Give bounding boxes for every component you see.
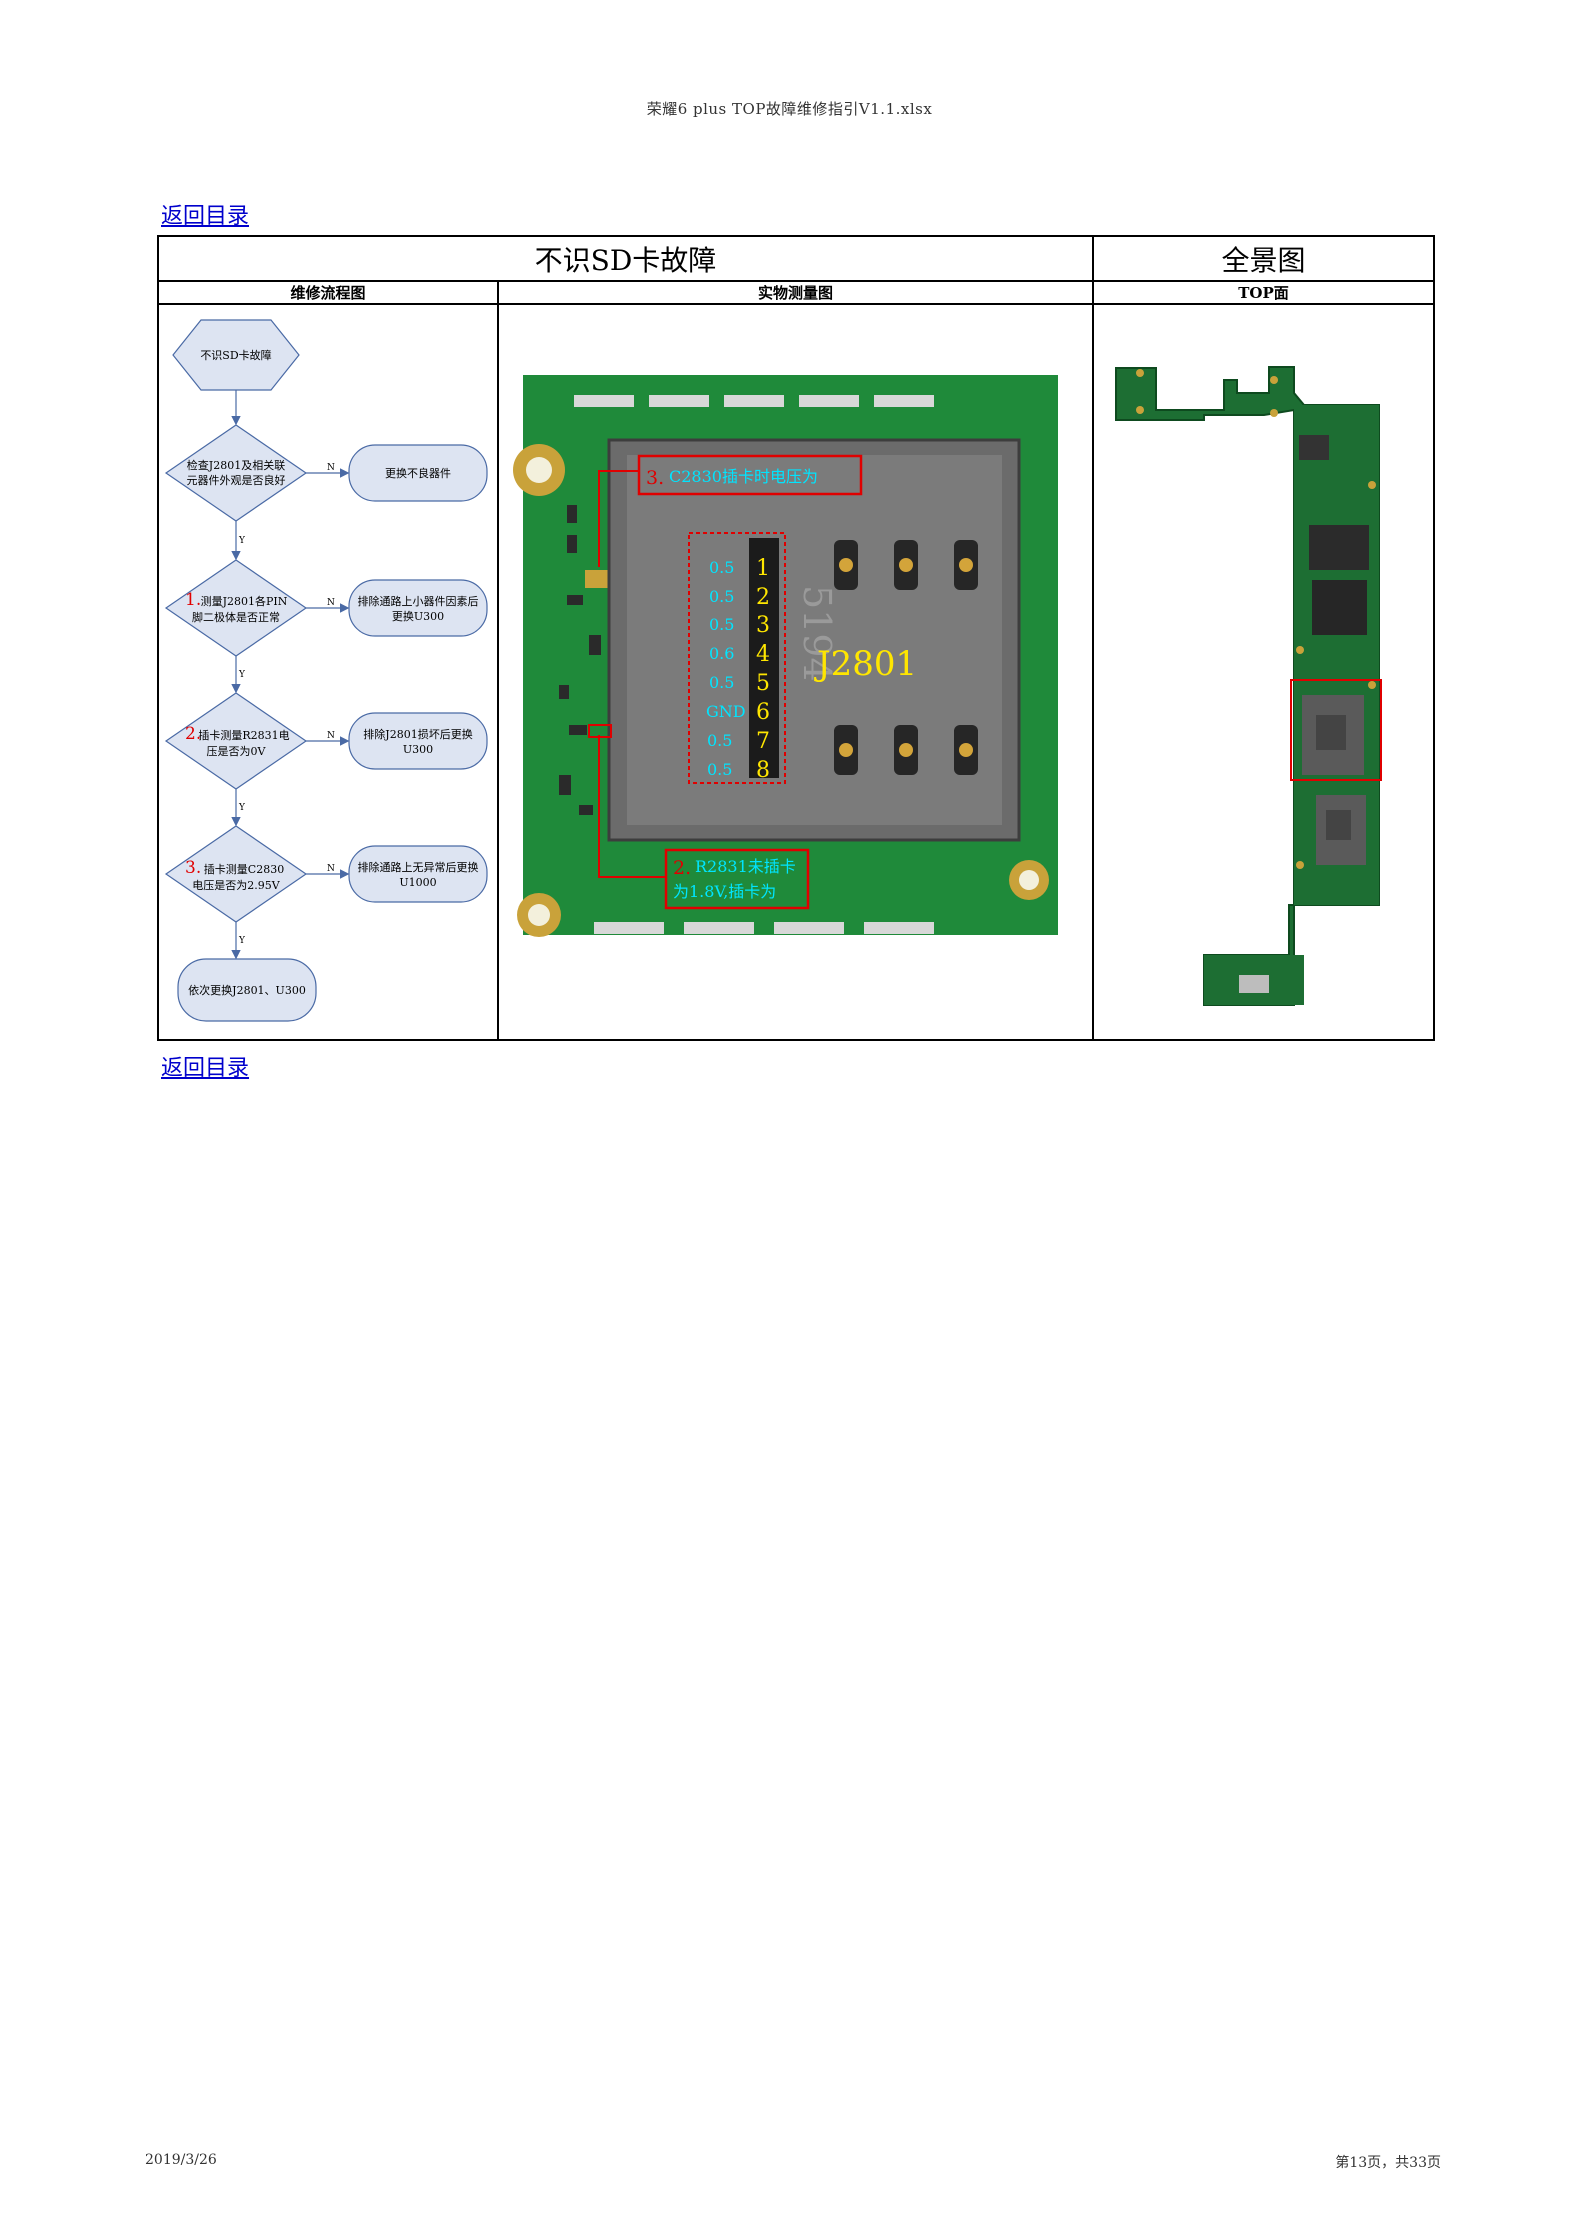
repair-flowchart: 不识SD卡故障 检查J2801及相关联 元器件外观是否良好 N 更换不良器件 Y… (164, 319, 488, 1022)
flowchart-cell: 不识SD卡故障 检查J2801及相关联 元器件外观是否良好 N 更换不良器件 Y… (159, 305, 499, 1039)
connector-label: J2801 (814, 644, 917, 684)
flow-result-4 (348, 845, 488, 903)
connector-silkscreen: 5194 (795, 585, 839, 682)
pin-4-num: 4 (756, 642, 770, 667)
note-2-box (664, 848, 810, 910)
pin-1-num: 1 (756, 556, 770, 581)
sheet-title: 不识SD卡故障 (159, 237, 1094, 282)
flow-start-text: 不识SD卡故障 (200, 348, 271, 362)
flow-no-3: N (327, 731, 335, 741)
flow-yes-1: Y (238, 536, 246, 546)
usb-port (1239, 975, 1269, 993)
flow-d3-line1: 插卡测量R2831电 (198, 728, 289, 742)
pin-5-num: 5 (756, 671, 770, 696)
pin-3-value: 0.5 (709, 615, 734, 634)
note-1-leader (598, 470, 639, 567)
chip (1309, 525, 1369, 570)
chip (1299, 435, 1329, 460)
flow-no-4: N (327, 864, 335, 874)
pin-8-value: 0.5 (707, 760, 732, 779)
col-header-flow: 维修流程图 (159, 282, 499, 305)
note-1-text: C2830插卡时电压为 (669, 467, 818, 486)
fault-sheet: 不识SD卡故障 全景图 维修流程图 实物测量图 TOP面 不识SD卡故障 检查J… (157, 235, 1435, 1041)
pin-7-value: 0.5 (707, 731, 732, 750)
flow-end-text: 依次更换J2801、U300 (188, 983, 306, 997)
note-1-num: 3. (646, 467, 664, 489)
flow-yes-2: Y (238, 670, 246, 680)
back-to-index-link-top[interactable]: 返回目录 (161, 204, 250, 229)
flow-yes-4: Y (238, 936, 246, 946)
pin-highlight-box (688, 532, 786, 784)
footer-page: 第13页，共33页 (1335, 2155, 1441, 2171)
flow-d4-line2: 电压是否为2.95V (192, 879, 280, 892)
col-header-top: TOP面 (1094, 282, 1433, 305)
flow-result-1 (348, 444, 488, 502)
pin-2-value: 0.5 (709, 587, 734, 606)
flow-decision-1 (164, 424, 308, 522)
pin-3-num: 3 (756, 613, 770, 638)
flow-d3-num: 2. (185, 724, 201, 744)
sd-location-mark (1290, 679, 1382, 781)
pin-1-value: 0.5 (709, 558, 734, 577)
footer-date: 2019/3/26 (145, 2152, 217, 2168)
pin-2-num: 2 (756, 585, 770, 610)
note-2-line1: R2831未插卡 (695, 857, 796, 876)
flow-d3-line2: 压是否为0V (207, 745, 267, 758)
flow-r2-line2: 更换U300 (392, 609, 444, 623)
panorama-title: 全景图 (1094, 237, 1433, 282)
note-2-leader (598, 735, 666, 878)
flow-no-2: N (327, 598, 335, 608)
measurement-photo: 5194 J2801 0.5 1 0.5 2 0.5 3 0.6 4 0.5 5… (513, 375, 1058, 937)
pin-8-num: 8 (756, 758, 770, 783)
chip (1312, 580, 1367, 635)
flow-d1-line2: 元器件外观是否良好 (187, 473, 286, 487)
flow-no-1: N (327, 463, 335, 473)
note-2-num: 2. (673, 857, 691, 879)
flow-r2-line1: 排除通路上小器件因素后 (358, 594, 479, 608)
flow-d2-line1: 测量J2801各PIN (201, 594, 288, 608)
flow-d4-line1: 插卡测量C2830 (204, 862, 284, 876)
pin-5-value: 0.5 (709, 673, 734, 692)
flow-r3-line1: 排除J2801损坏后更换 (363, 727, 472, 741)
flow-yes-3: Y (238, 803, 246, 813)
flow-r3-line2: U300 (403, 743, 433, 756)
flow-d4-num: 3. (185, 858, 201, 878)
top-board-image (1115, 366, 1382, 1006)
flow-r4-line2: U1000 (399, 876, 436, 889)
top-board-cell (1094, 305, 1433, 1039)
pin-readings: 0.5 1 0.5 2 0.5 3 0.6 4 0.5 5 GND 6 0.5 … (706, 556, 770, 783)
back-to-index-link-bottom[interactable]: 返回目录 (161, 1056, 250, 1081)
flow-r4-line1: 排除通路上无异常后更换 (358, 860, 479, 874)
pin-4-value: 0.6 (709, 644, 734, 663)
pin-6-value: GND (706, 702, 746, 721)
flow-d2-line2: 脚二极体是否正常 (192, 610, 280, 624)
flow-start-shape (172, 319, 300, 391)
flow-d2-num: 1. (185, 590, 201, 610)
pin-6-num: 6 (756, 700, 770, 725)
flow-result-2 (348, 579, 488, 637)
page-header: 荣耀6 plus TOP故障维修指引V1.1.xlsx (646, 100, 933, 118)
pin-column (749, 538, 779, 778)
note-2-line2: 为1.8V,插卡为 (673, 882, 776, 901)
measurement-photo-cell: 5194 J2801 0.5 1 0.5 2 0.5 3 0.6 4 0.5 5… (499, 305, 1094, 1039)
flow-end-shape (177, 958, 317, 1022)
flow-d1-line1: 检查J2801及相关联 (187, 458, 285, 472)
flow-result-3 (348, 712, 488, 770)
pin-7-num: 7 (756, 729, 770, 754)
note-1-box (637, 454, 863, 496)
col-header-photo: 实物测量图 (499, 282, 1094, 305)
flow-r1-text: 更换不良器件 (385, 466, 451, 480)
